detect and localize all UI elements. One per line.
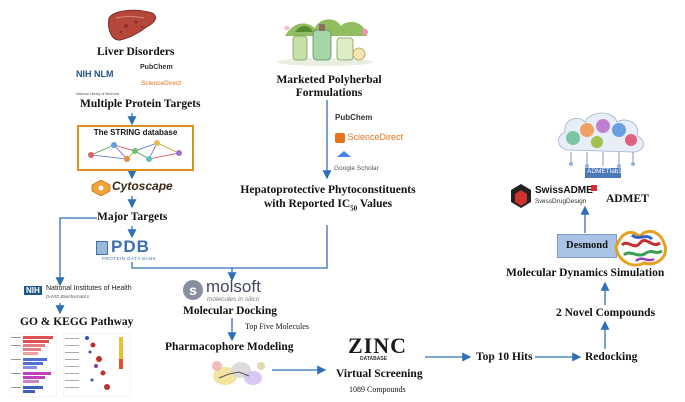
nih-david-subtext: DAVID Bioinformatics	[46, 294, 90, 299]
hepatoprotective-label: Hepatoprotective Phytoconstituents with …	[238, 183, 418, 215]
sciencedirect-logo-left: ScienceDirect	[141, 80, 182, 87]
admetlab-cloud-image: ADMETlab3.0	[551, 110, 649, 184]
molsoft-icon: s	[183, 280, 203, 300]
marketed-line1: Marketed Polyherbal	[276, 74, 382, 86]
admetlab-label: ADMETlab3.0	[587, 168, 628, 175]
hepato-line2-post: Values	[357, 198, 393, 210]
hepato-line1: Hepatoprotective Phytoconstituents	[240, 184, 416, 196]
top-five-molecules-label: Top Five Molecules	[245, 322, 309, 331]
nih-nlm-subtext: National Library of Medicine	[76, 92, 120, 96]
pharmacophore-modeling-label: Pharmacophore Modeling	[165, 341, 294, 353]
google-scholar-icon	[337, 151, 351, 157]
multiple-protein-targets-label: Multiple Protein Targets	[80, 98, 201, 110]
sciencedirect-logo-center: ScienceDirect	[335, 132, 403, 143]
desmond-box: Desmond	[557, 234, 617, 258]
novel-compounds-label: 2 Novel Compounds	[556, 307, 656, 319]
pdb-icon	[96, 241, 108, 255]
google-scholar-text: Google Scholar	[334, 165, 379, 172]
pdb-subtext: PROTEIN DATA BANK	[102, 256, 157, 261]
string-network-graphic	[88, 140, 182, 162]
marketed-polyherbal-label: Marketed Polyherbal Formulations	[274, 74, 384, 100]
admet-label: ADMET	[606, 193, 649, 205]
pdb-logo: PDB PROTEIN DATA BANK	[96, 237, 174, 263]
nih-nlm-logo: NIH NLM National Library of Medicine	[76, 64, 126, 96]
liver-disorders-label: Liver Disorders	[97, 46, 175, 58]
hepato-ic50-subscript: 50	[350, 204, 358, 213]
molsoft-subtext: molecules in silico	[207, 296, 260, 303]
cytoscape-logo: Cytoscape	[91, 179, 173, 197]
arrow-hepato-to-molsoft	[232, 225, 328, 269]
major-targets-label: Major Targets	[97, 211, 168, 223]
zinc-text: ZINC	[348, 333, 408, 358]
molsoft-text: molsoft	[206, 277, 261, 296]
swissadme-logo: SwissADME SwissDrugDesign	[509, 184, 599, 212]
compounds-1089-label: 1089 Compounds	[349, 385, 406, 394]
protein-structure-image	[612, 225, 670, 269]
herbal-formulations-image	[275, 14, 375, 66]
top-10-hits-label: Top 10 Hits	[476, 351, 533, 363]
md-simulation-label: Molecular Dynamics Simulation	[506, 267, 665, 279]
nih-david-logo: NIH National Institutes of Health DAVID …	[24, 285, 154, 303]
molsoft-logo: s molsoft molecules in silico	[183, 277, 283, 304]
google-scholar-logo: Google Scholar	[334, 151, 379, 175]
swissdrugdesign-text: SwissDrugDesign	[535, 198, 587, 205]
redocking-label: Redocking	[585, 351, 638, 363]
cytoscape-icon	[91, 180, 111, 196]
arrow-pdb-to-molsoft	[131, 262, 237, 282]
hepato-line2-pre: with Reported IC	[263, 198, 351, 210]
string-database-title: The STRING database	[93, 128, 178, 137]
zinc-subtext: DATABASE	[360, 356, 388, 362]
swissadme-badge-icon	[591, 185, 597, 191]
pubchem-logo-center: PubChem	[335, 113, 373, 122]
swissadme-text: SwissADME	[535, 185, 593, 196]
swissadme-icon	[511, 184, 531, 208]
arrow-major-to-nih	[55, 217, 97, 287]
marketed-line2: Formulations	[295, 87, 363, 99]
cytoscape-text: Cytoscape	[112, 179, 173, 193]
nih-david-text: National Institutes of Health	[46, 285, 132, 292]
molecular-docking-label: Molecular Docking	[183, 305, 278, 317]
kegg-dot-plot-thumbnail	[62, 332, 132, 398]
pdb-text: PDB	[111, 237, 150, 256]
nih-nlm-text: NIH NLM	[76, 69, 114, 79]
pharmacophore-image	[205, 356, 271, 390]
nih-badge: NIH	[24, 286, 42, 295]
go-kegg-label: GO & KEGG Pathway	[20, 316, 134, 328]
string-database-box: The STRING database	[77, 125, 194, 171]
pubchem-logo-left: PubChem	[140, 64, 173, 71]
liver-image	[106, 8, 158, 44]
sciencedirect-icon	[335, 132, 345, 143]
virtual-screening-label: Virtual Screening	[336, 368, 423, 380]
zinc-database-logo: ZINC DATABASE	[343, 333, 406, 366]
go-bar-plot-thumbnail	[8, 332, 58, 398]
sciencedirect-text-center: ScienceDirect	[347, 132, 404, 142]
